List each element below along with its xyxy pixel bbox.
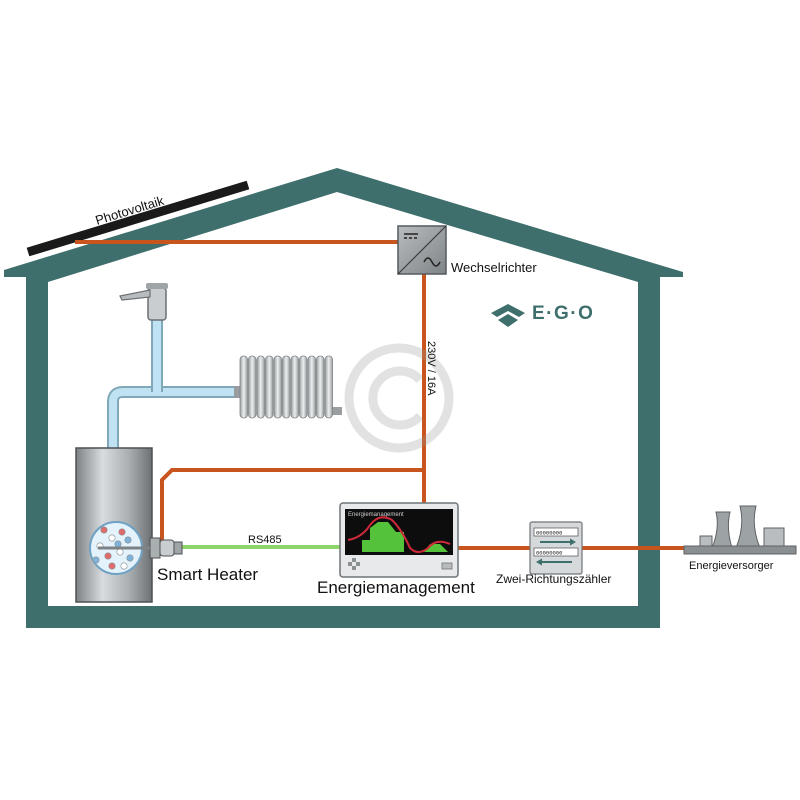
radiator-fin — [299, 355, 308, 419]
water-bubble — [116, 548, 124, 556]
water-bubble — [108, 534, 116, 542]
device-energy-graph — [348, 522, 404, 552]
zaehler-label: Zwei-Richtungszähler — [496, 572, 611, 586]
inverter-to-heater-line — [160, 272, 426, 545]
radiator-fins — [239, 355, 333, 419]
water-bubble — [118, 528, 126, 536]
cooling-tower-right — [735, 505, 761, 549]
ego-logo: E·G·O — [491, 303, 594, 327]
water-bubble — [92, 556, 100, 564]
voltage-label: 230V / 16A — [425, 341, 437, 396]
water-bubble — [124, 536, 132, 544]
photovoltaic-panel — [26, 180, 250, 257]
water-bubble — [100, 526, 108, 534]
radiator-fin — [248, 355, 257, 419]
smart-heater-flange — [98, 537, 183, 559]
water-pipes — [107, 318, 236, 450]
energieversorger-label: Energieversorger — [689, 560, 774, 572]
radiator — [234, 386, 342, 415]
meter-counter-bottom: 00000000 — [536, 550, 562, 557]
ego-logo-icon — [491, 304, 525, 327]
meter-counter-top: 00000000 — [536, 530, 562, 537]
radiator-fin — [324, 355, 333, 419]
arrow-right-icon — [540, 538, 576, 546]
radiator-fin — [273, 355, 282, 419]
device-screen-title: Energiemanagement — [348, 512, 404, 518]
copyright-watermark — [344, 343, 454, 453]
water-bubble — [114, 540, 122, 548]
water-bubble — [120, 562, 128, 570]
power-lines — [75, 240, 686, 550]
inverter — [397, 225, 447, 275]
water-tank — [75, 447, 153, 603]
radiator-fin — [290, 355, 299, 419]
ego-logo-text: E·G·O — [532, 303, 594, 324]
water-bubble — [108, 562, 116, 570]
power-plant — [683, 505, 797, 555]
smart-heater-label: Smart Heater — [157, 565, 258, 584]
faucet — [119, 283, 168, 321]
factory-building — [763, 527, 785, 549]
rs485-label: RS485 — [248, 534, 282, 546]
water-bubbles — [92, 526, 134, 570]
cooling-tower-left — [711, 511, 733, 549]
water-bubble — [126, 554, 134, 562]
radiator-fin — [256, 355, 265, 419]
radiator-fin — [307, 355, 316, 419]
water-bubble — [104, 552, 112, 560]
radiator-fin — [282, 355, 291, 419]
radiator-fin — [239, 355, 248, 419]
ac-wave-icon — [423, 257, 441, 267]
arrow-left-icon — [536, 558, 572, 566]
wechselrichter-label: Wechselrichter — [451, 260, 537, 275]
device-button — [441, 562, 453, 570]
radiator-fin — [316, 355, 325, 419]
radiator-fin — [265, 355, 274, 419]
bidirectional-meter: 00000000 00000000 — [529, 521, 583, 575]
energiemanagement-label: Energiemanagement — [317, 578, 475, 597]
device-dpad-icon — [348, 558, 360, 570]
energy-manager-device: Energiemanagement — [339, 502, 459, 578]
